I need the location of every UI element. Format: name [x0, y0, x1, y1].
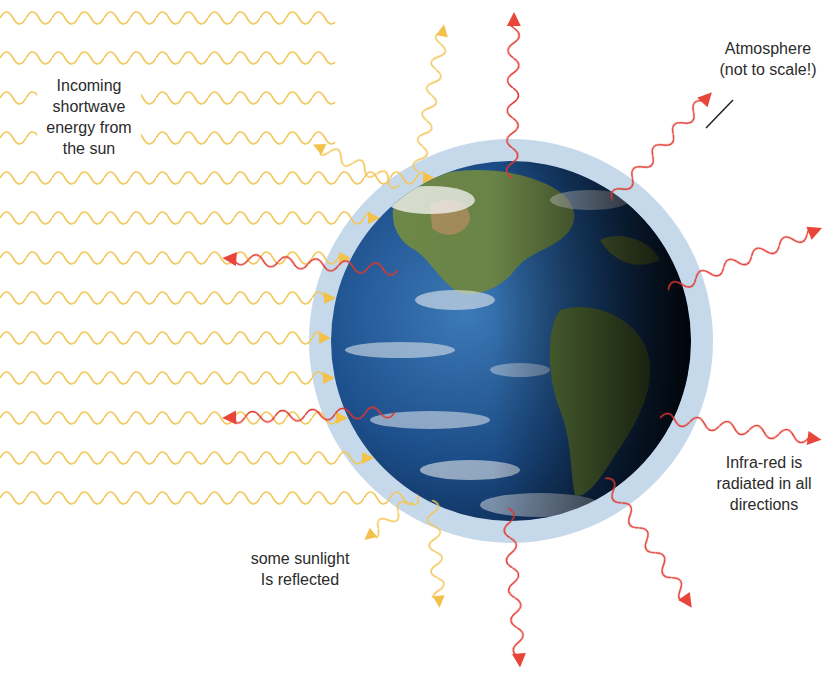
atmosphere-band — [309, 139, 713, 543]
reflected-sunlight — [310, 23, 452, 608]
leader-line — [706, 100, 733, 128]
text-label: some sunlight Is reflected — [248, 548, 352, 590]
text-label: Atmosphere (not to scale!) — [716, 38, 820, 80]
earth-globe — [331, 161, 691, 521]
infrared-radiation — [222, 12, 825, 668]
text-label: Incoming shortwave energy from the sun — [37, 74, 141, 160]
text-label: Infra-red is radiated in all directions — [704, 452, 824, 515]
